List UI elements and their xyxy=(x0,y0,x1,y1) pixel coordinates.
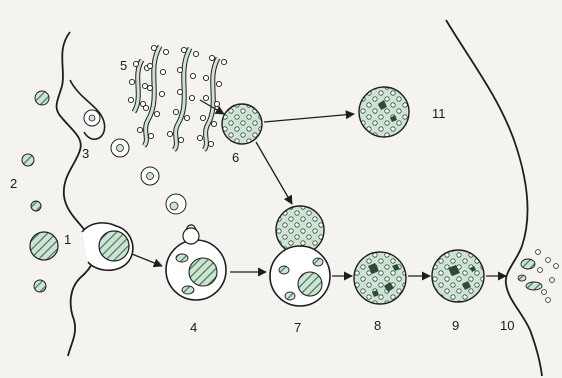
cell-membrane-left xyxy=(57,32,96,356)
arrow-6-to-11 xyxy=(264,114,354,122)
phagosome-forming xyxy=(82,223,133,270)
label-3: 3 xyxy=(82,146,89,161)
residual-body xyxy=(432,250,484,302)
label-10: 10 xyxy=(500,318,514,333)
exocytosis-contents xyxy=(518,250,558,303)
arrow-6-to-7 xyxy=(256,142,292,204)
extracellular-particles xyxy=(22,91,58,292)
rough-er xyxy=(128,45,226,150)
label-7: 7 xyxy=(294,320,301,335)
label-2: 2 xyxy=(10,176,17,191)
cell-membrane-right xyxy=(446,20,542,376)
label-6: 6 xyxy=(232,150,239,165)
label-1: 1 xyxy=(64,232,71,247)
membrane-pocket xyxy=(70,80,105,139)
label-11: 11 xyxy=(432,106,446,121)
primary-lysosome xyxy=(222,104,262,144)
phagosome xyxy=(166,225,226,300)
arrow-1-to-4 xyxy=(132,254,162,266)
label-5: 5 xyxy=(120,58,127,73)
lysosome-11 xyxy=(359,87,409,137)
label-4: 4 xyxy=(190,320,197,335)
label-9: 9 xyxy=(452,318,459,333)
label-8: 8 xyxy=(374,318,381,333)
pinocytotic-vesicles xyxy=(84,110,186,214)
fusing-lysosome xyxy=(270,206,330,306)
secondary-lysosome xyxy=(354,252,406,304)
